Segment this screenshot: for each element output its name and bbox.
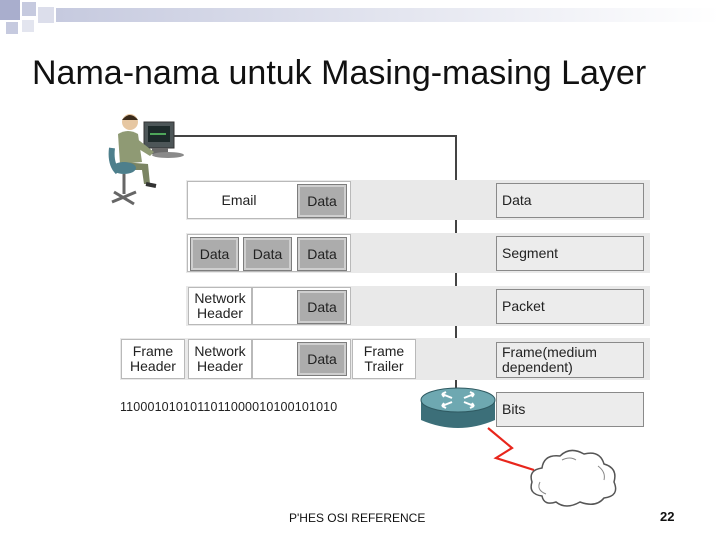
data-cell: Data [297,184,347,218]
network-header-cell: Network Header [188,339,252,379]
slide-footer: P'HES OSI REFERENCE [289,511,425,525]
router-icon [418,386,498,436]
data-cell: Data [297,342,347,376]
network-header-cell: Network Header [188,287,252,325]
pdu-label-bits: Bits [496,392,644,427]
pdu-label-segment: Segment [496,236,644,271]
pdu-label-packet: Packet [496,289,644,324]
frame-header-cell: Frame Header [121,339,185,379]
user-at-computer-icon [108,112,188,212]
data-cell: Data [297,290,347,324]
frame-trailer-cell: Frame Trailer [352,339,416,379]
data-cell: Data [297,237,347,271]
cloud-icon [526,444,622,510]
data-cell: Data [190,237,239,271]
data-cell: Data [243,237,292,271]
pdu-label-frame: Frame(medium dependent) [496,342,644,378]
pdu-label-data: Data [496,183,644,218]
page-number: 22 [660,509,674,524]
bit-stream: 1100010101011011000010100101010 [120,400,337,414]
